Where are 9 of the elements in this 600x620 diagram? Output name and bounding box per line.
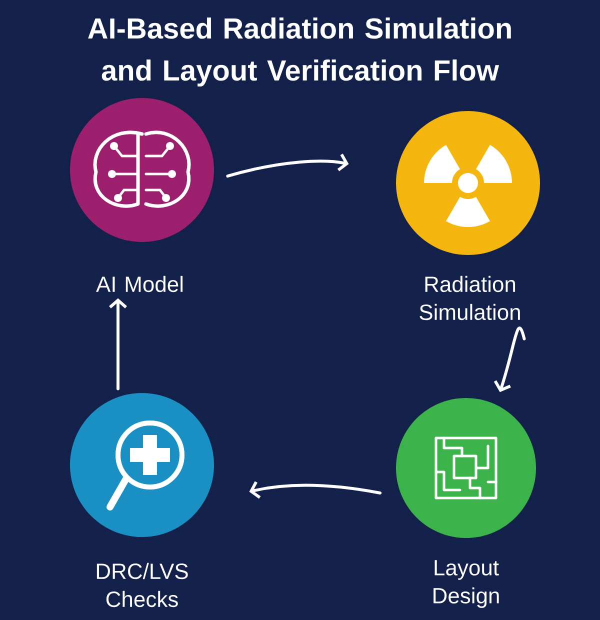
node-label: DRC/LVS Checks xyxy=(96,562,188,608)
arrow xyxy=(249,481,382,499)
arrow xyxy=(109,298,127,390)
node-label: AI Model xyxy=(96,276,183,292)
arrow xyxy=(494,326,526,392)
title: AI-Based Radiation Simulation and Layout Verification Flow xyxy=(88,17,511,87)
node-label: Radiation Simulation xyxy=(420,276,520,320)
arrow xyxy=(226,154,349,178)
node-label: Layout Design xyxy=(434,560,499,608)
